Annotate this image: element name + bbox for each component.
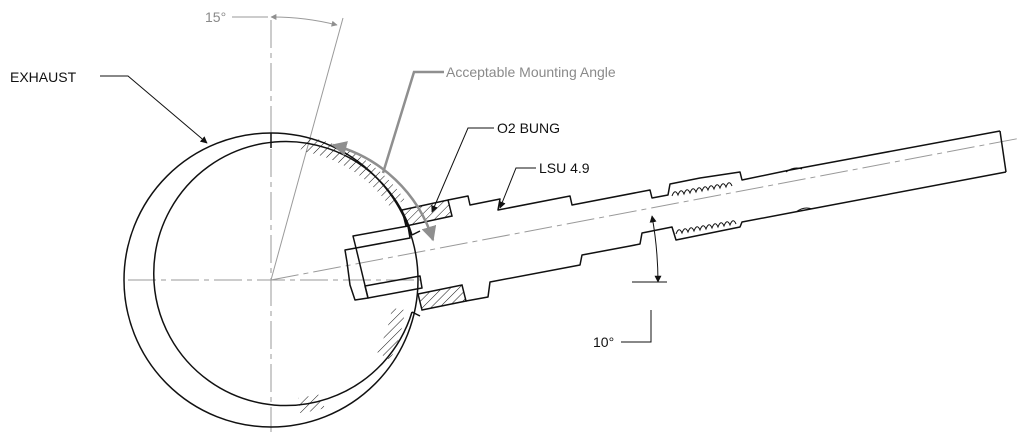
sensor-thread-lower xyxy=(675,220,737,235)
centerlines xyxy=(128,17,1021,432)
mounting-angle-annotation: Acceptable Mounting Angle xyxy=(331,64,616,242)
sensor-label: LSU 4.9 xyxy=(539,160,590,176)
o2-bung xyxy=(401,199,467,311)
angle-10-label: 10° xyxy=(593,334,614,350)
angle-10-annotation: 10° xyxy=(593,215,662,350)
bung-lower xyxy=(417,284,467,311)
exhaust-label: EXHAUST xyxy=(10,69,77,85)
sensor-axis-centerline xyxy=(270,137,1021,281)
exhaust-annotation: EXHAUST xyxy=(10,69,208,144)
sensor-annotation: LSU 4.9 xyxy=(499,160,590,209)
exhaust-wall-hatch-right xyxy=(377,308,405,360)
bung-annotation: O2 BUNG xyxy=(431,120,560,213)
lsu-sensor xyxy=(344,130,1007,302)
angle-15-label: 15° xyxy=(205,9,226,25)
sensor-thread-upper xyxy=(671,182,733,197)
mounting-angle-arc xyxy=(331,141,437,242)
mounting-angle-label: Acceptable Mounting Angle xyxy=(446,64,616,80)
exhaust-wall-hatch-upper xyxy=(300,137,405,207)
angle-15-annotation: 15° xyxy=(205,9,338,27)
bung-label: O2 BUNG xyxy=(497,120,560,136)
